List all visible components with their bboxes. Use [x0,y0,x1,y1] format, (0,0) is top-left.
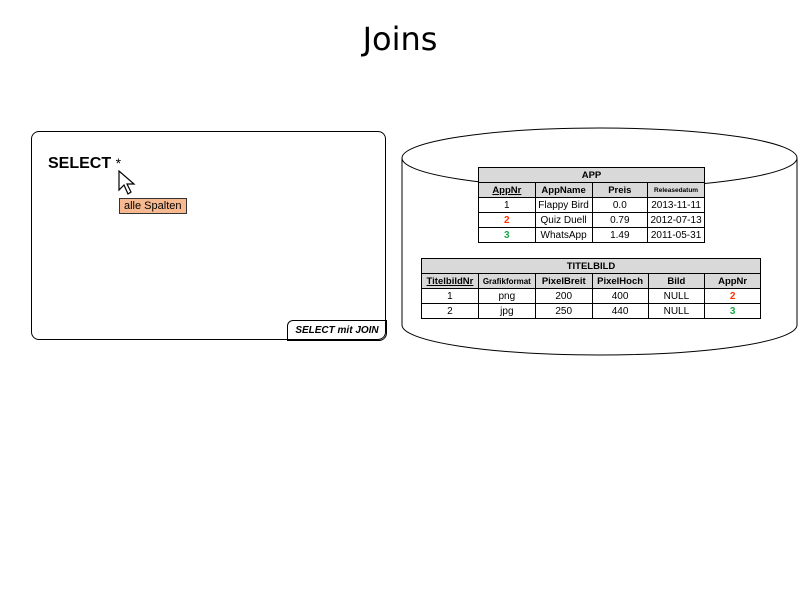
app-table-title: APP [478,167,705,183]
cell: 3 [704,303,761,319]
column-header: Preis [591,182,649,198]
column-header: PixelHoch [591,273,649,289]
query-panel [31,131,386,340]
cell: NULL [647,303,706,319]
column-header: TitelbildNr [421,273,479,289]
titelbild-table: TITELBILD TitelbildNr Grafikformat Pixel… [421,258,761,319]
cell: 200 [534,288,593,304]
cell: 3 [478,227,536,243]
column-header: Grafikformat [477,273,536,289]
cell: jpg [477,303,536,319]
cell: 1.49 [591,227,649,243]
cell: 2013-11-11 [647,197,705,213]
select-star[interactable]: * [115,155,122,171]
cell: 2011-05-31 [647,227,705,243]
cell: 0.79 [591,212,649,228]
cell: 1 [421,288,479,304]
cell: NULL [647,288,706,304]
cell: 250 [534,303,593,319]
titelbild-table-title: TITELBILD [421,258,761,274]
cell: 0.0 [591,197,649,213]
cell: png [477,288,536,304]
column-header: AppNr [704,273,761,289]
cell: 440 [591,303,649,319]
cell: 2 [421,303,479,319]
cell: 2012-07-13 [647,212,705,228]
select-mit-join-tab[interactable]: SELECT mit JOIN [287,320,387,341]
cell: 400 [591,288,649,304]
cell: 1 [478,197,536,213]
tooltip: alle Spalten [119,198,187,214]
column-header: AppName [534,182,593,198]
cell: 2 [478,212,536,228]
cell: Quiz Duell [534,212,593,228]
cell: 2 [704,288,761,304]
column-header: Bild [647,273,706,289]
mouse-pointer-icon [118,170,136,195]
select-keyword: SELECT [48,155,112,172]
page-title: Joins [362,20,438,58]
column-header: AppNr [478,182,536,198]
column-header: PixelBreit [534,273,593,289]
column-header: Releasedatum [647,182,705,198]
cell: WhatsApp [534,227,593,243]
select-statement: SELECT * [48,155,121,173]
cell: Flappy Bird [534,197,593,213]
